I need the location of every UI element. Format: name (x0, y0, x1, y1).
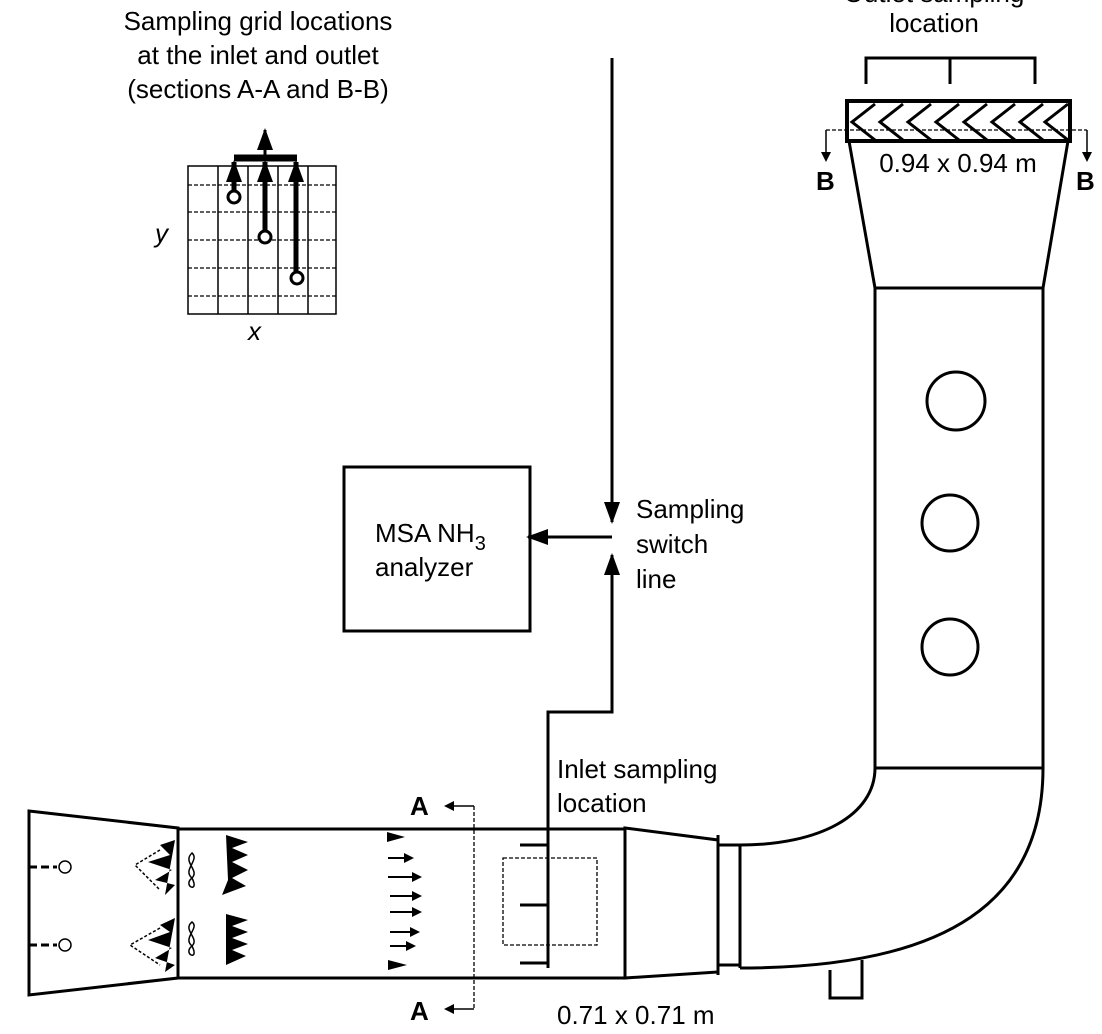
outlet-label-line-2: location (889, 8, 979, 38)
port-circle (920, 617, 980, 677)
inlet-duct (27, 809, 627, 997)
sample-point (226, 189, 242, 205)
x-axis-label: x (246, 316, 262, 346)
sampling-grid: y x (153, 128, 337, 346)
transition-piece (623, 826, 720, 980)
sample-point (257, 229, 273, 245)
caption-line-3: (sections A-A and B-B) (127, 74, 389, 104)
outlet-section: B B 0.94 x 0.94 m (816, 99, 1095, 289)
section-a-marker: A A (410, 791, 475, 1026)
section-b-right: B (1076, 166, 1095, 196)
analyzer-name: MSA NH3 (375, 518, 486, 555)
inlet-label-2: location (557, 788, 647, 818)
section-b-left: B (816, 166, 835, 196)
switch-label-3: line (636, 564, 676, 594)
switch-label-2: switch (636, 529, 708, 559)
analyzer-box (342, 465, 532, 633)
grid-caption: Sampling grid locations at the inlet and… (124, 6, 393, 104)
section-a-bottom: A (410, 996, 429, 1026)
exhaust-stack (716, 286, 1045, 1000)
caption-line-1: Sampling grid locations (124, 6, 393, 36)
port-circle (920, 493, 980, 553)
switch-label-1: Sampling (636, 494, 744, 524)
inlet-label-1: Inlet sampling (557, 754, 717, 784)
port-circle (925, 370, 987, 432)
analyzer-line-2: analyzer (375, 552, 474, 582)
section-a-top: A (410, 791, 429, 821)
outlet-size: 0.94 x 0.94 m (879, 148, 1037, 178)
outlet-label-line-1: Outlet sampling (844, 0, 1025, 8)
inlet-size: 0.71 x 0.71 m (557, 1000, 715, 1030)
sample-point (289, 270, 305, 286)
y-axis-label: y (153, 218, 170, 248)
caption-line-2: at the inlet and outlet (137, 40, 379, 70)
sampling-lines (520, 56, 1037, 968)
